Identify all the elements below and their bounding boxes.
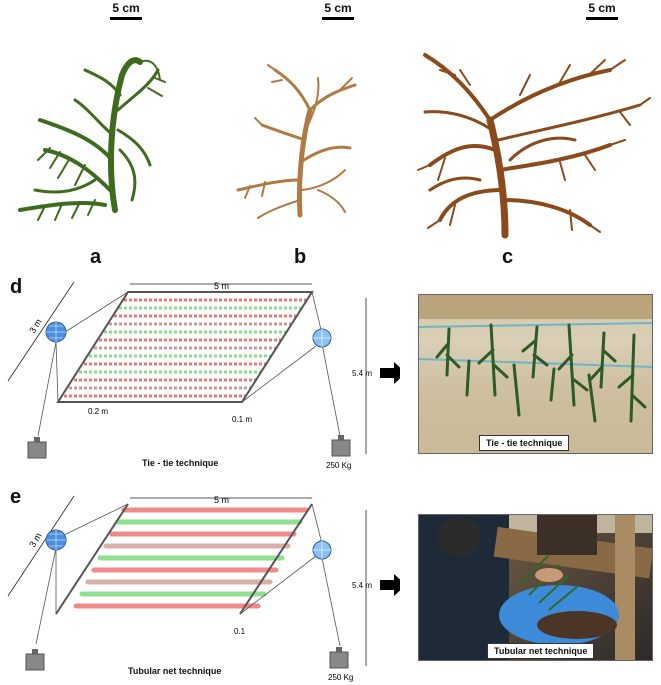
- panel-letter-a: a: [90, 246, 102, 268]
- weight-label-d: 250 Kg: [326, 461, 351, 470]
- dimension-3m: 3 m: [27, 317, 43, 335]
- raft-side-left-e: [55, 503, 129, 615]
- panel-letter-d: d: [10, 276, 23, 298]
- seaweed-specimens: [18, 53, 651, 239]
- buoy-left-e: [45, 529, 67, 551]
- weight-left-d: [27, 437, 47, 459]
- panel-letter-b: b: [294, 246, 307, 268]
- diagram-tubular-net: 3 m 5 m 250 Kg 0.1 5.4 m: [7, 495, 400, 682]
- tubular-rows-e: [73, 507, 309, 609]
- scale-label-b: 5 cm: [324, 1, 352, 15]
- diagram-tie-tie: 3 m 5 m 250 Kg: [7, 281, 400, 470]
- raft-side-right-e: [239, 503, 313, 615]
- photo-caption-e: Tubular net technique: [487, 643, 595, 659]
- photo-caption-d: Tie - tie technique: [479, 435, 570, 451]
- culture-rows-d: [64, 298, 306, 398]
- scale-bar-b: 5 cm: [308, 2, 368, 20]
- technique-label-d: Tie - tie technique: [142, 458, 219, 468]
- photo-tie-tie: Tie - tie technique: [418, 294, 653, 454]
- buoy-right-e: [312, 540, 332, 560]
- photo-tubular-net-art: [419, 515, 652, 660]
- scale-bar-c: 5 cm: [572, 2, 632, 20]
- arrow-right-e: [380, 574, 400, 596]
- seaweed-c: [417, 53, 651, 239]
- edge-label-e: 0.1: [234, 627, 246, 636]
- panel-letter-e: e: [10, 486, 22, 508]
- photo-tie-tie-art: [419, 295, 652, 423]
- scale-line-a: [110, 17, 142, 20]
- scale-bar-a: 5 cm: [96, 2, 156, 20]
- dimension-5m: 5 m: [214, 281, 229, 291]
- seaweed-a: [18, 57, 166, 221]
- dimension-line-3m: [7, 281, 75, 382]
- weight-right-d: [331, 435, 351, 457]
- arrow-right-d: [380, 362, 400, 384]
- buoy-left-d: [45, 321, 67, 343]
- edge-label-d: 0.1 m: [232, 415, 252, 424]
- technique-label-e: Tubular net technique: [128, 666, 222, 676]
- weight-right-e: [329, 647, 349, 669]
- weight-label-e: 250 Kg: [328, 673, 353, 682]
- spacing-label-d: 0.2 m: [88, 407, 108, 416]
- dimension-5-4m-d: 5.4 m: [352, 369, 372, 378]
- scale-line-c: [586, 17, 618, 20]
- buoy-right-d: [312, 328, 332, 348]
- weight-left-e: [25, 649, 45, 671]
- dimension-5m-e: 5 m: [214, 495, 229, 505]
- panel-letter-c: c: [502, 246, 514, 268]
- photo-tubular-net: Tubular net technique: [418, 514, 653, 661]
- scale-label-a: 5 cm: [112, 1, 140, 15]
- scale-label-c: 5 cm: [588, 1, 616, 15]
- scale-line-b: [322, 17, 354, 20]
- dimension-5-4m-e: 5.4 m: [352, 581, 372, 590]
- seaweed-b: [236, 64, 357, 219]
- dimension-line-3m-e: [7, 495, 75, 597]
